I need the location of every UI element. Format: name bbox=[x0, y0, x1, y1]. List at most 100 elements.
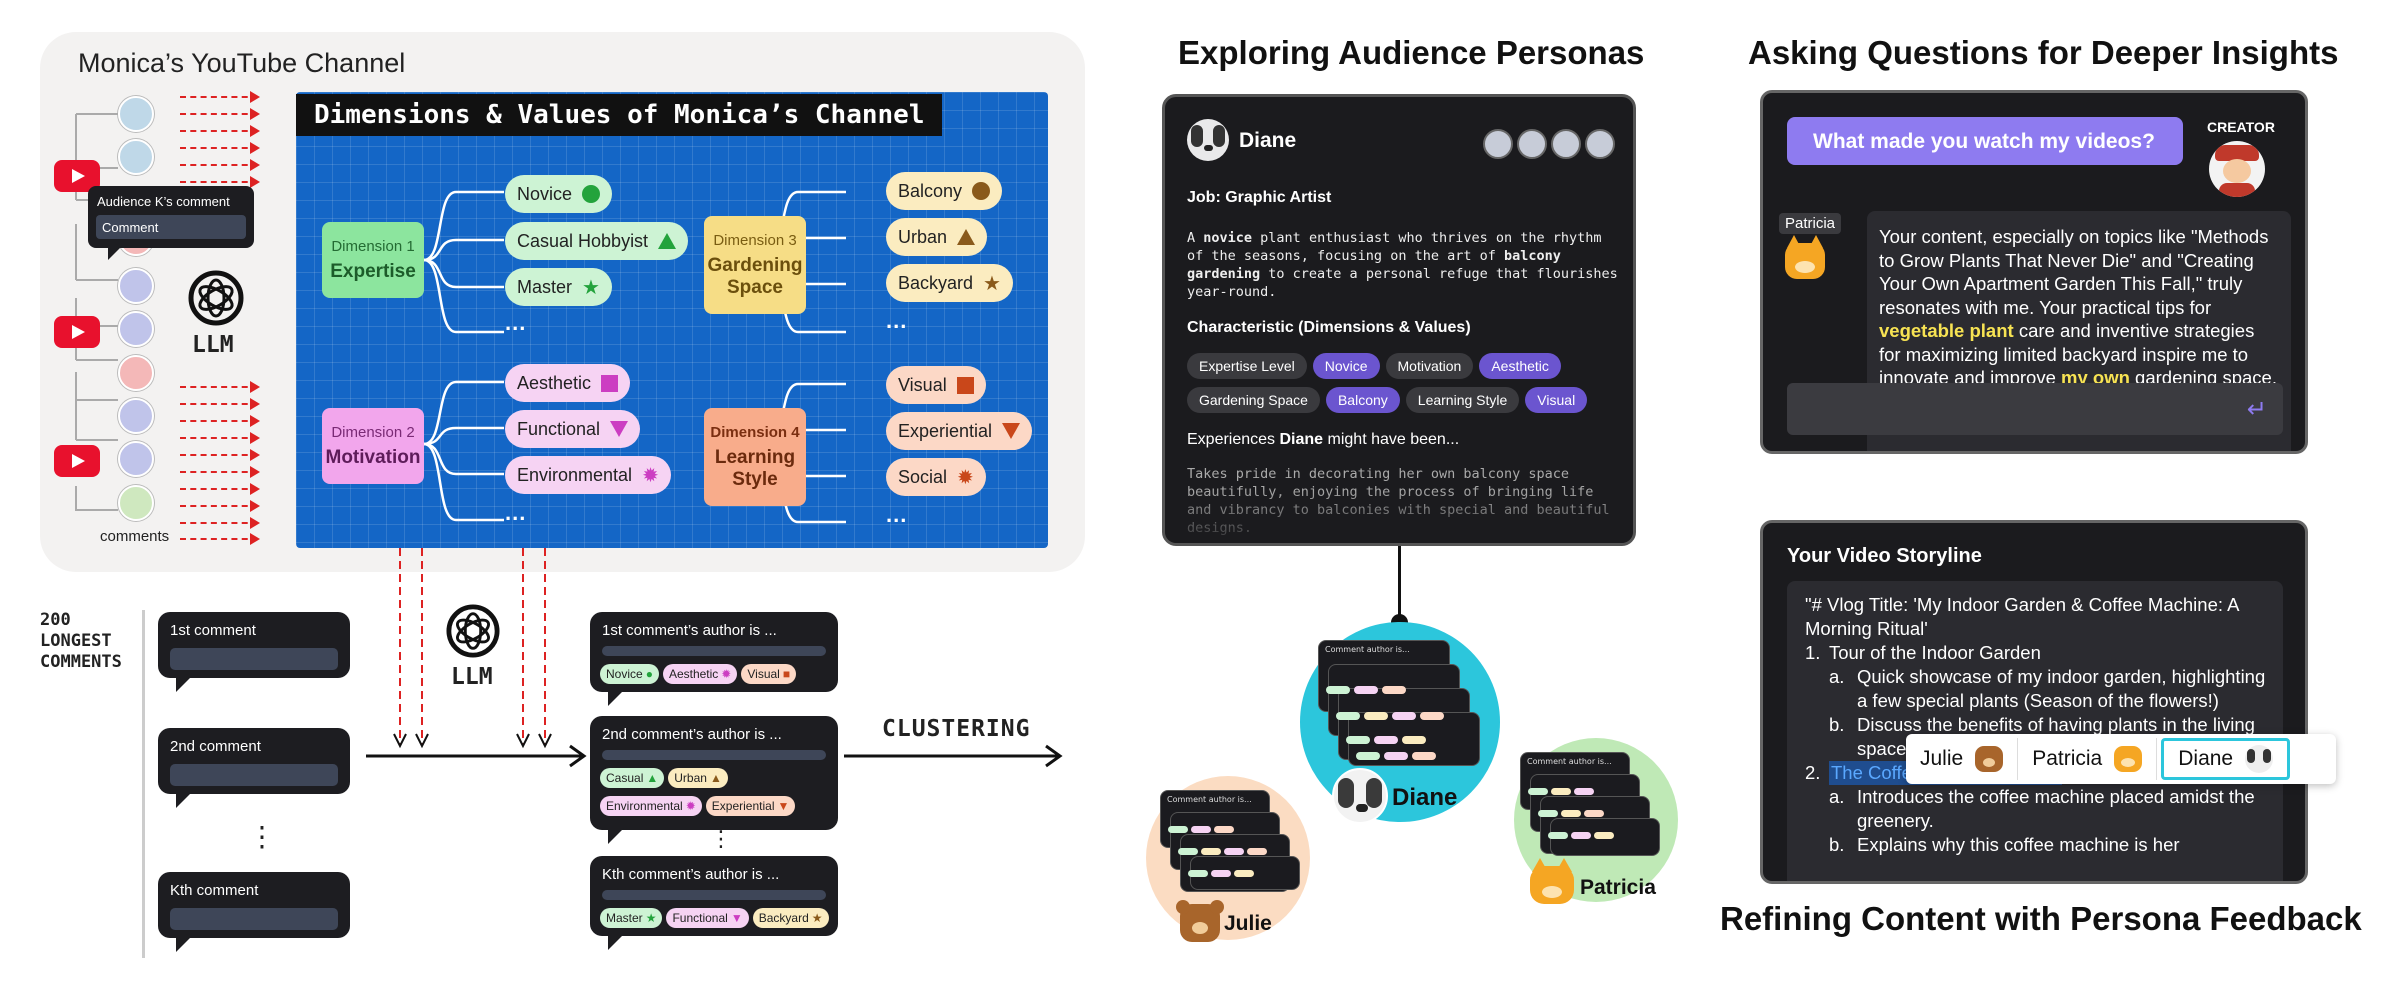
julie-stack-tags bbox=[1168, 826, 1267, 877]
storyline-panel: Your Video Storyline "# Vlog Title: 'My … bbox=[1760, 520, 2308, 884]
char-value: Aesthetic bbox=[1479, 353, 1561, 379]
value-pill-master: Master ★ bbox=[505, 268, 612, 306]
tooltip-field-label: Comment bbox=[102, 220, 159, 235]
result-label: Kth comment’s author is ... bbox=[602, 866, 780, 883]
audience-avatar bbox=[118, 398, 154, 434]
dimension-1-box: Dimension 1 Expertise bbox=[322, 222, 424, 298]
audience-avatar bbox=[118, 96, 154, 132]
dimension-1-number: Dimension 1 bbox=[331, 237, 415, 255]
comment-bubble-k: Kth comment bbox=[158, 872, 350, 952]
tab-patricia[interactable]: Patricia bbox=[2018, 738, 2158, 780]
sun-icon: ✹ bbox=[957, 466, 974, 489]
vertical-ellipsis: ⋮ bbox=[710, 826, 732, 851]
persona-dot[interactable] bbox=[1551, 129, 1581, 159]
value-pill-functional: Functional bbox=[505, 410, 641, 448]
cluster-patricia-label: Patricia bbox=[1580, 876, 1656, 899]
storyline-title: Your Video Storyline bbox=[1787, 545, 1982, 567]
tooltip-tail bbox=[108, 246, 122, 260]
triangle-down-icon bbox=[610, 421, 629, 437]
value-pill-social: Social ✹ bbox=[886, 458, 986, 496]
tag-backyard: Backyard★ bbox=[752, 908, 829, 928]
dashed-arrow bbox=[180, 483, 260, 495]
openai-logo-icon bbox=[188, 270, 244, 326]
llm-label: LLM bbox=[451, 664, 493, 690]
result-tags: Novice● Aesthetic✹ Visual■ bbox=[600, 664, 800, 684]
vlog-title: "# Vlog Title: 'My Indoor Garden & Coffe… bbox=[1805, 594, 2239, 639]
responder-label: Patricia bbox=[1779, 213, 1842, 234]
questions-heading: Asking Questions for Deeper Insights bbox=[1748, 34, 2339, 71]
audience-comment-tooltip: Audience K’s comment Comment bbox=[88, 186, 254, 260]
responder-cat-icon bbox=[1785, 235, 1825, 279]
dashed-arrow bbox=[180, 432, 260, 444]
triangle-down-icon bbox=[1002, 423, 1021, 439]
result-bubble-2: 2nd comment’s author is ... Casual▲ Urba… bbox=[590, 716, 838, 844]
star-icon: ★ bbox=[983, 272, 1001, 295]
cluster-diane-label: Diane bbox=[1392, 784, 1458, 811]
char-dimension: Gardening Space bbox=[1187, 387, 1320, 413]
storyline-text: "# Vlog Title: 'My Indoor Garden & Coffe… bbox=[1805, 593, 2267, 857]
dashed-arrow bbox=[180, 91, 260, 103]
dimension-3-box: Dimension 3 Gardening Space bbox=[704, 216, 806, 314]
tag-functional: Functional▼ bbox=[666, 908, 749, 928]
card-connector bbox=[1398, 546, 1401, 622]
audience-avatar bbox=[118, 311, 154, 347]
persona-card: Diane Job: Graphic Artist A novice plant… bbox=[1162, 94, 1636, 546]
storyline-subitem: b.Explains why this coffee machine is he… bbox=[1829, 834, 2180, 855]
dashed-arrow bbox=[180, 449, 260, 461]
triangle-icon bbox=[658, 233, 677, 249]
result-bar bbox=[602, 646, 826, 656]
result-label: 2nd comment’s author is ... bbox=[602, 726, 782, 743]
dashed-arrow bbox=[180, 415, 260, 427]
comments-label: comments bbox=[100, 528, 170, 545]
question-text: What made you watch my videos? bbox=[1813, 130, 2155, 153]
persona-dot[interactable] bbox=[1517, 129, 1547, 159]
value-pill-balcony: Balcony bbox=[886, 172, 1003, 210]
send-icon[interactable]: ↵ bbox=[2246, 396, 2267, 423]
question-panel: What made you watch my videos? CREATOR P… bbox=[1760, 90, 2308, 454]
persona-dot[interactable] bbox=[1483, 129, 1513, 159]
tag-visual: Visual■ bbox=[741, 664, 797, 684]
llm-label: LLM bbox=[192, 332, 234, 358]
char-value: Balcony bbox=[1325, 387, 1400, 413]
result-bar bbox=[602, 750, 826, 760]
personas-heading: Exploring Audience Personas bbox=[1178, 34, 1645, 71]
creator-avatar-icon bbox=[2209, 141, 2265, 197]
storyline-item-1: 1.Tour of the Indoor Garden bbox=[1805, 642, 2041, 663]
value-label: Master bbox=[517, 276, 573, 297]
dimension-4-number: Dimension 4 bbox=[710, 423, 800, 441]
dashed-arrow bbox=[180, 159, 260, 171]
storyline-editor[interactable]: "# Vlog Title: 'My Indoor Garden & Coffe… bbox=[1787, 581, 2283, 881]
comment-text-bar bbox=[170, 648, 338, 670]
dimension-1-name: Expertise bbox=[330, 260, 416, 282]
dashed-arrow bbox=[180, 517, 260, 529]
storyline-subitem: b.Discuss the benefits of having plants … bbox=[1829, 714, 2255, 759]
refining-heading: Refining Content with Persona Feedback bbox=[1720, 900, 2362, 937]
tag-aesthetic: Aesthetic✹ bbox=[662, 664, 738, 684]
persona-dot[interactable] bbox=[1585, 129, 1615, 159]
value-pill-novice: Novice bbox=[505, 175, 613, 213]
storyline-subitem: a.Quick showcase of my indoor garden, hi… bbox=[1829, 666, 2266, 711]
tag-experiential: Experiential▼ bbox=[705, 796, 796, 816]
value-pill-aesthetic: Aesthetic bbox=[505, 364, 631, 402]
value-pill-experiential: Experiential bbox=[886, 412, 1033, 450]
youtube-play-icon bbox=[54, 316, 100, 348]
bear-avatar-icon bbox=[1176, 900, 1224, 942]
persona-switcher[interactable] bbox=[1483, 129, 1615, 159]
openai-logo-icon bbox=[446, 604, 500, 658]
char-dimension: Learning Style bbox=[1405, 387, 1520, 413]
value-label: Functional bbox=[517, 418, 601, 439]
dog-icon bbox=[2245, 745, 2274, 773]
tab-julie[interactable]: Julie bbox=[1906, 738, 2019, 780]
audience-avatar bbox=[118, 268, 154, 304]
value-label: Novice bbox=[517, 183, 573, 204]
char-value: Visual bbox=[1525, 387, 1588, 413]
comment-label: 2nd comment bbox=[170, 738, 261, 755]
question-bubble[interactable]: What made you watch my videos? bbox=[1787, 117, 2183, 165]
dashed-arrow bbox=[180, 108, 260, 120]
cat-icon bbox=[2114, 746, 2143, 772]
tab-diane[interactable]: Diane bbox=[2161, 738, 2291, 780]
dimensions-panel-title: Dimensions & Values of Monica’s Channel bbox=[296, 94, 943, 136]
reply-input[interactable]: ↵ bbox=[1787, 383, 2283, 435]
tag-casual: Casual▲ bbox=[600, 768, 665, 788]
